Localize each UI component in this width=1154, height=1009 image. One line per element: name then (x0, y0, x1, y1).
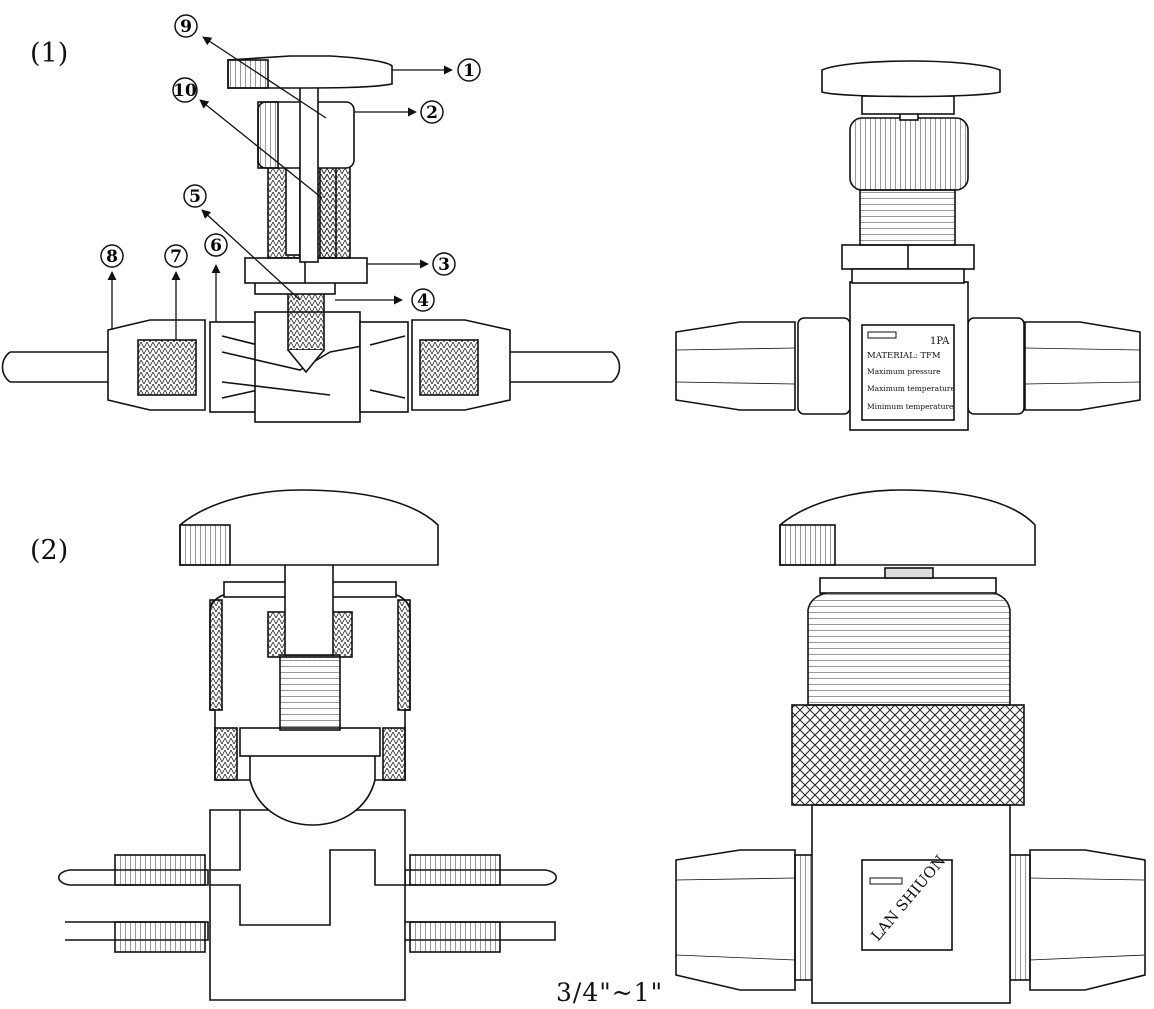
svg-text:6: 6 (210, 236, 222, 256)
size-range-label: 3/4"~1" (556, 978, 664, 1007)
valve-2-section (57, 489, 558, 1001)
callout-5: 5 (183, 184, 207, 208)
figure-2-label: (2) (30, 535, 69, 566)
callout-7: 7 (164, 244, 188, 268)
callout-10: 10 (172, 77, 198, 103)
nameplate-line1: Maximum pressure (867, 367, 941, 376)
figure-1-label: (1) (30, 38, 69, 69)
svg-text:4: 4 (417, 291, 429, 311)
valve-1-section (1, 55, 621, 423)
nameplate-line2: Maximum temperature (867, 384, 956, 393)
svg-text:10: 10 (173, 81, 197, 101)
callout-2: 2 (420, 100, 444, 124)
svg-text:2: 2 (426, 103, 438, 123)
callout-8: 8 (100, 244, 124, 268)
valve-1-exterior: 1PA MATERIAL: TFM Maximum pressure Maxim… (675, 60, 1141, 431)
svg-text:8: 8 (106, 247, 118, 267)
valve-2-exterior: LAN SHIUON (675, 489, 1146, 1004)
callout-6: 6 (204, 233, 228, 257)
callout-4: 4 (411, 288, 435, 312)
nameplate-code: 1PA (930, 336, 950, 347)
svg-text:3: 3 (438, 255, 450, 275)
svg-text:5: 5 (189, 187, 201, 207)
svg-text:7: 7 (170, 247, 182, 267)
callout-1: 1 (457, 58, 481, 82)
callout-3: 3 (432, 252, 456, 276)
nameplate-line3: Minimum temperature (867, 402, 954, 411)
callout-group (107, 36, 453, 340)
svg-text:9: 9 (180, 17, 192, 37)
nameplate-small: 1PA MATERIAL: TFM Maximum pressure Maxim… (867, 331, 956, 411)
nameplate-material: MATERIAL: TFM (867, 351, 941, 361)
svg-text:1: 1 (463, 61, 475, 81)
callout-9: 9 (174, 14, 198, 38)
